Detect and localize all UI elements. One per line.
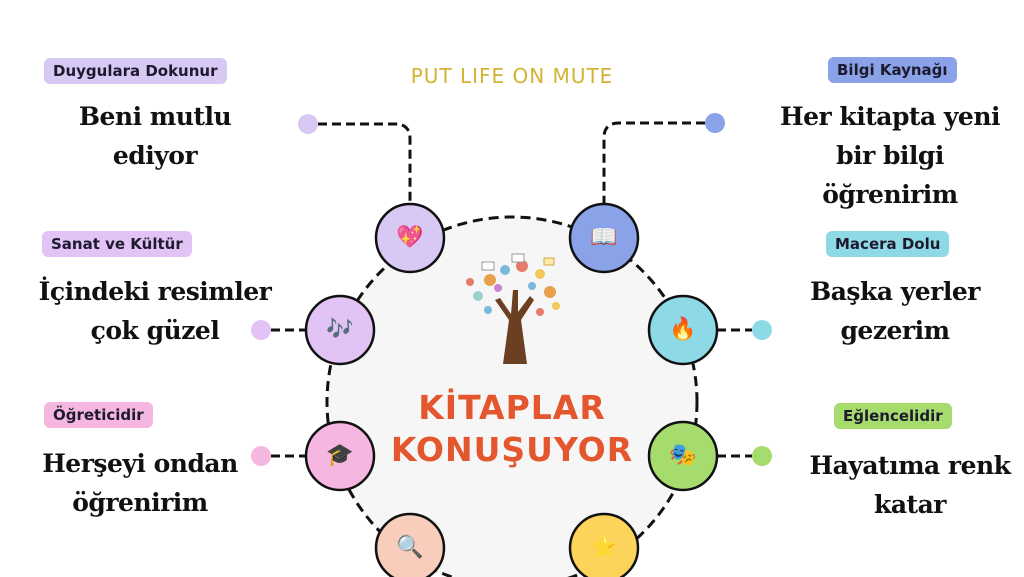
desc-line: çok güzel: [90, 316, 220, 345]
desc-macera: Başka yerler gezerim: [780, 272, 1010, 350]
node-circle-duygular: [374, 202, 446, 274]
fire-icon: 🔥: [669, 316, 697, 341]
heart-icon: 💖: [396, 224, 424, 249]
connector-dot-macera: [752, 320, 772, 340]
desc-duygular: Beni mutlu ediyor: [20, 97, 290, 175]
desc-sanat: İçindeki resimler çok güzel: [10, 272, 300, 350]
node-circle-macera: [647, 294, 719, 366]
desc-eglence: Hayatıma renk katar: [790, 446, 1024, 524]
badge-duygular: Duygulara Dokunur: [44, 58, 227, 84]
connector-dot-duygular: [298, 114, 318, 134]
connector-bilgi: [602, 121, 705, 204]
desc-line: Hayatıma renk: [809, 451, 1011, 480]
node-circle-eglence: [647, 420, 719, 492]
node-circle-sanat: [304, 294, 376, 366]
book-icon: 📖: [590, 224, 618, 249]
connector-dot-ogretici: [251, 446, 271, 466]
desc-line: gezerim: [840, 316, 950, 345]
desc-line: Beni mutlu: [78, 102, 232, 131]
desc-bilgi: Her kitapta yeni bir bilgi öğrenirim: [760, 97, 1020, 214]
desc-line: İçindeki resimler: [38, 277, 272, 306]
music-notes-icon: 🎶: [326, 316, 354, 341]
desc-ogretici: Herşeyi ondan öğrenirim: [10, 444, 270, 522]
desc-line: bir bilgi: [836, 141, 944, 170]
desc-line: öğrenirim: [822, 180, 958, 209]
desc-line: katar: [874, 490, 946, 519]
desc-line: Başka yerler: [810, 277, 980, 306]
desc-line: Her kitapta yeni: [779, 102, 1001, 131]
central-circle: [325, 215, 699, 577]
star-icon: ⭐: [590, 534, 618, 559]
desc-line: Herşeyi ondan: [42, 449, 238, 478]
node-circle-arastirma: [374, 512, 446, 577]
theater-masks-icon: 🎭: [669, 442, 697, 467]
magnifier-icon: 🔍: [396, 534, 424, 559]
node-circle-yildiz: [568, 512, 640, 577]
graduation-cap-icon: 🎓: [326, 442, 354, 467]
node-circle-ogretici: [304, 420, 376, 492]
badge-sanat: Sanat ve Kültür: [42, 231, 192, 257]
desc-line: öğrenirim: [72, 488, 208, 517]
node-circle-bilgi: [568, 202, 640, 274]
badge-eglence: Eğlencelidir: [834, 403, 952, 429]
desc-line: ediyor: [112, 141, 198, 170]
badge-bilgi: Bilgi Kaynağı: [828, 57, 957, 83]
connector-dot-bilgi: [705, 113, 725, 133]
tagline: PUT LIFE ON MUTE: [410, 64, 614, 88]
connector-dot-sanat: [251, 320, 271, 340]
badge-macera: Macera Dolu: [826, 231, 950, 257]
book-tree-illustration: [466, 253, 560, 364]
connector-dot-eglence: [752, 446, 772, 466]
title-line-1: KİTAPLAR: [418, 388, 606, 427]
badge-ogretici: Öğreticidir: [44, 402, 153, 428]
title-line-2: KONUŞUYOR: [390, 430, 634, 469]
connector-duygular: [318, 122, 412, 204]
